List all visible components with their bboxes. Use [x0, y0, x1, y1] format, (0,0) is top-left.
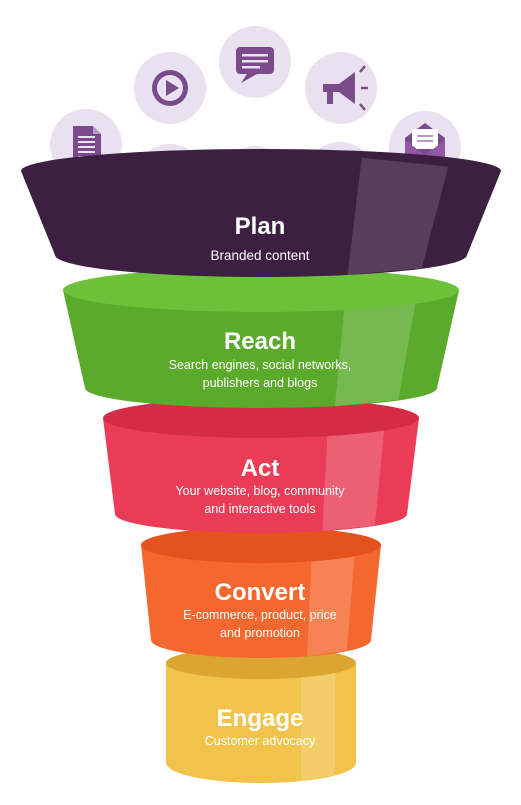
stage-reach-top: [63, 268, 459, 312]
stage-reach-title: Reach: [224, 328, 296, 355]
stage-plan-line-1: Branded content: [210, 248, 309, 263]
stage-convert-shine: [307, 555, 355, 657]
stage-act-body: [103, 418, 419, 533]
stage-plan-body: [21, 149, 501, 277]
stage-convert-line-2: and promotion: [220, 626, 300, 640]
funnel: Engage Customer advocacy Convert E-comme…: [21, 149, 501, 783]
stage-reach: Reach Search engines, social networks, p…: [63, 268, 459, 408]
stage-act-shine: [322, 430, 385, 532]
stage-convert-line-1: E-commerce, product, price: [183, 608, 337, 622]
stage-engage-shine: [300, 672, 336, 781]
stage-plan-shine: [347, 157, 449, 275]
stage-reach-line-2: publishers and blogs: [203, 376, 318, 390]
megaphone-icon: [305, 52, 377, 124]
stage-act-line-1: Your website, blog, community: [175, 484, 345, 498]
stage-plan-title: Plan: [235, 213, 286, 240]
stage-reach-line-1: Search engines, social networks,: [169, 358, 352, 372]
chat-message-icon: [219, 26, 291, 98]
play-button-icon: [134, 52, 206, 124]
stage-reach-shine: [334, 303, 416, 406]
stage-convert-top: [141, 527, 381, 563]
stage-act-line-2: and interactive tools: [204, 502, 315, 516]
stage-act-title: Act: [241, 455, 280, 482]
stage-engage: Engage Customer advocacy: [166, 647, 356, 783]
stage-engage-body: [166, 663, 356, 783]
stage-convert-title: Convert: [215, 579, 306, 606]
stage-engage-line-1: Customer advocacy: [205, 734, 316, 748]
stage-act: Act Your website, blog, community and in…: [103, 398, 419, 533]
stage-reach-body: [63, 290, 459, 408]
stage-engage-title: Engage: [217, 705, 304, 732]
stage-act-top: [103, 398, 419, 438]
stage-convert-body: [141, 545, 381, 658]
stage-plan: Plan Branded content: [21, 149, 501, 277]
stage-convert: Convert E-commerce, product, price and p…: [141, 527, 381, 658]
